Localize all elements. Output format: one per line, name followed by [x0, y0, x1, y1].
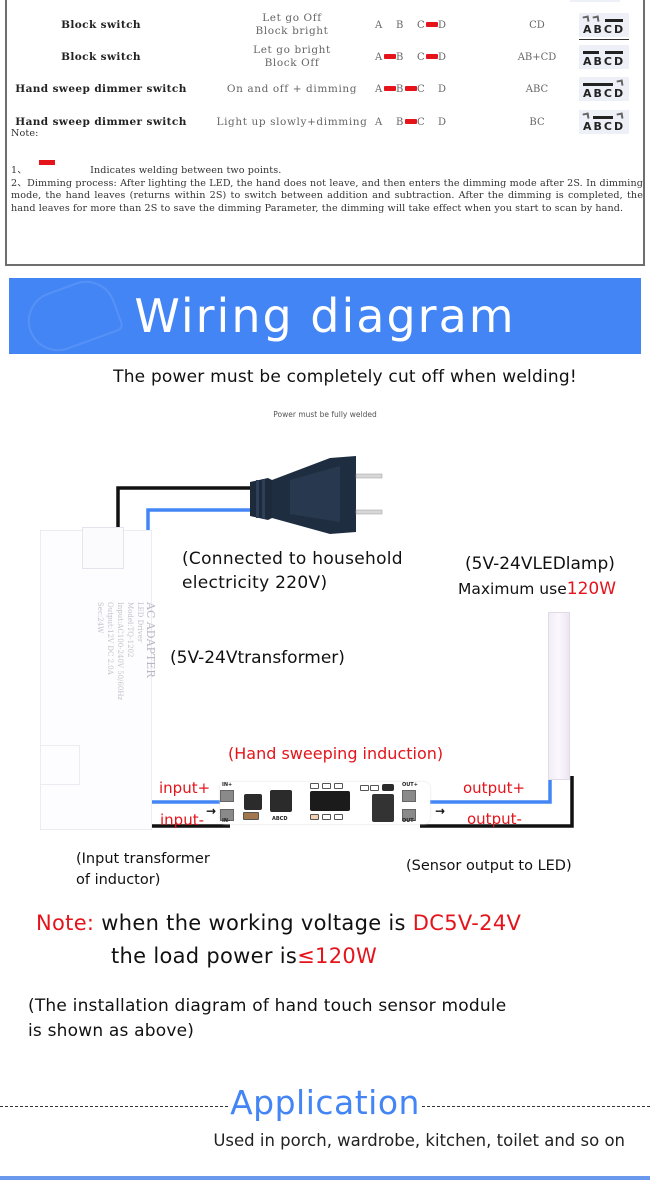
weld-mark-icon [384, 53, 396, 59]
pad-welds: A B C D [375, 19, 447, 31]
output-description: (Sensor output to LED) [406, 858, 572, 874]
switch-mode: On and off + dimming [226, 82, 358, 95]
abcd-jumper-cd-icon: ABCD [579, 13, 629, 40]
application-description: Used in porch, wardrobe, kitchen, toilet… [213, 1131, 625, 1150]
pad-welds: A B C D [375, 116, 447, 128]
divider [421, 1105, 650, 1107]
output-wire-negative [420, 776, 574, 828]
cut-off-row-icon: ABCD [570, 0, 620, 2]
regulator-chip [244, 794, 262, 810]
output-arrow-icon: → [435, 804, 446, 818]
hand-sweep-label: (Hand sweeping induction) [228, 744, 444, 763]
out-minus-pad [402, 809, 416, 821]
welding-sub-warning: Power must be fully welded [273, 410, 377, 419]
ic-chip [270, 790, 292, 812]
banner-title: Wiring diagram [134, 289, 516, 343]
max-use-label: Maximum use120W [458, 579, 617, 599]
input-minus-label: input- [160, 811, 204, 829]
mosfet-chip [372, 794, 394, 822]
weld-label: BC [529, 116, 545, 128]
switch-name: Hand sweep dimmer switch [15, 115, 187, 128]
abcd-jumper-bc-icon: ABCD [579, 110, 629, 134]
abcd-jumper-ab-cd-icon: ABCD [579, 45, 629, 69]
installation-note: (The installation diagram of hand touch … [28, 996, 507, 1041]
weld-label: CD [529, 19, 545, 31]
output-plus-label: output+ [463, 779, 526, 797]
weld-legend-icon [39, 159, 55, 165]
input-description: (Input transformer of inductor) [76, 851, 210, 888]
welding-warning: The power must be completely cut off whe… [113, 367, 577, 387]
input-plus-label: input+ [159, 779, 211, 797]
abcd-jumper-abc-icon: ABCD [579, 77, 629, 101]
input-arrow-icon: → [206, 804, 217, 818]
adapter-input-socket [82, 527, 124, 569]
note-item-1: 1、 Indicates welding between two points. [11, 159, 643, 178]
adapter-label-print: AC ADAPTER LED Driver Model:TQ-1202 Inpu… [96, 602, 157, 701]
plug-wire-negative [116, 486, 252, 530]
weld-mark-icon [405, 118, 417, 124]
switch-name: Block switch [61, 18, 141, 31]
weld-mark-icon [405, 85, 417, 91]
wiring-diagram: AC ADAPTER LED Driver Model:TQ-1202 Inpu… [0, 430, 650, 900]
bottom-divider [0, 1176, 650, 1180]
divider [0, 1105, 229, 1107]
plug-wire-positive [146, 508, 252, 530]
adapter-output-socket [40, 745, 80, 785]
note-item-2: 2、Dimming process: After lighting the LE… [11, 177, 643, 215]
sensor-module-pcb: IN+ IN- ABCD OUT+ OUT- [220, 782, 430, 824]
application-title: Application [230, 1082, 420, 1122]
power-plug-icon [250, 456, 383, 534]
weld-mark-icon [384, 85, 396, 91]
application-header: Application [0, 1080, 650, 1124]
watermark-icon [19, 278, 125, 354]
load-note: the load power is≤120W [111, 944, 378, 968]
led-lamp-label: (5V-24VLEDlamp) [465, 554, 615, 574]
switch-name: Hand sweep dimmer switch [15, 82, 187, 95]
household-label: (Connected to household electricity 220V… [182, 549, 403, 593]
pad-welds: A B C D [375, 83, 447, 95]
ir-sensor-icon [310, 791, 350, 811]
weld-mark-icon [426, 21, 438, 27]
table-notes: Note: 1、 Indicates welding between two p… [11, 128, 643, 216]
weld-mark-icon [426, 53, 438, 59]
switch-mode: Light up slowly+dimming [216, 115, 368, 128]
voltage-note: Note: when the working voltage is DC5V-2… [36, 911, 522, 935]
out-plus-pad [402, 790, 416, 802]
led-lamp-bar [548, 612, 570, 780]
table-row: Hand sweep dimmer switch On and off + di… [7, 74, 647, 104]
in-minus-pad [220, 809, 234, 821]
switch-name: Block switch [61, 50, 141, 63]
output-minus-label: output- [467, 810, 522, 828]
pad-welds: A B C D [375, 51, 447, 63]
transformer-label: (5V-24Vtransformer) [170, 648, 345, 668]
weld-label: AB+CD [517, 51, 557, 63]
table-row: Hand sweep dimmer switch Light up slowly… [7, 107, 647, 137]
weld-label: ABC [525, 83, 549, 95]
output-wire-positive [420, 780, 552, 804]
wiring-diagram-banner: Wiring diagram [9, 278, 641, 354]
notes-title: Note: [11, 128, 39, 139]
in-plus-pad [220, 790, 234, 802]
